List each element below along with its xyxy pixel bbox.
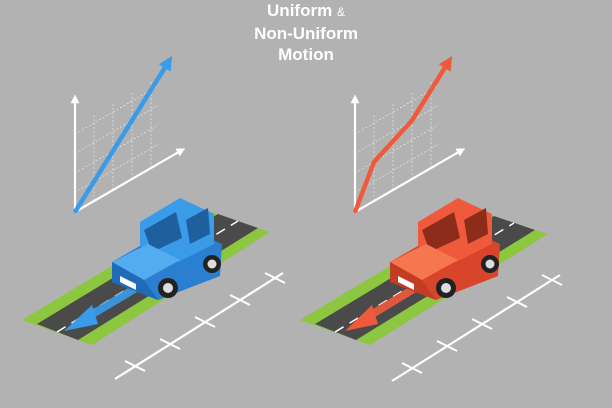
data-point: [410, 119, 414, 122]
scale-tick: [229, 294, 251, 306]
data-point: [111, 149, 115, 153]
scale-tick: [124, 360, 146, 372]
graph-right: [350, 56, 466, 214]
gridline-distance: [354, 85, 439, 135]
scale-line: [114, 272, 284, 380]
title-line2: Non-Uniform: [254, 24, 358, 43]
title-ampersand: &: [336, 5, 345, 19]
distance-scale-left: [114, 272, 286, 380]
data-point: [130, 119, 134, 122]
scale-tick: [436, 340, 458, 352]
gridline-distance: [74, 104, 159, 154]
data-point: [429, 88, 433, 92]
data-point: [92, 180, 96, 183]
car-red: [390, 198, 500, 300]
title: Uniform & Non-Uniform Motion: [206, 0, 406, 65]
series-arrowhead-right: [438, 56, 453, 72]
scale-tick: [159, 338, 181, 350]
title-line1: Uniform: [267, 1, 333, 20]
data-point: [149, 88, 153, 92]
scale-tick: [541, 274, 563, 286]
scale-line: [391, 274, 561, 382]
data-point: [391, 140, 395, 143]
data-point: [73, 210, 77, 214]
data-point: [353, 210, 357, 214]
scale-tick: [401, 362, 423, 374]
scale-tick: [506, 296, 528, 308]
gridline-distance: [354, 104, 439, 154]
distance-scale-right: [391, 274, 563, 382]
title-line3: Motion: [278, 45, 334, 64]
gridline-distance: [354, 124, 439, 174]
time-axis: [354, 148, 466, 213]
scale-tick: [264, 272, 286, 284]
series-line-right: [352, 66, 447, 213]
scale-tick: [471, 318, 493, 330]
gridline-distance: [74, 143, 159, 193]
scale-tick: [194, 316, 216, 328]
graph-left: [70, 56, 186, 214]
data-point: [372, 160, 376, 164]
car-blue: [112, 198, 222, 300]
gridline-distance: [354, 143, 439, 193]
series-arrowhead-left: [158, 56, 173, 72]
motion-arrow-right: [345, 281, 423, 331]
series-line-left: [73, 66, 167, 214]
gridline-distance: [74, 85, 159, 135]
time-axis: [74, 148, 186, 213]
